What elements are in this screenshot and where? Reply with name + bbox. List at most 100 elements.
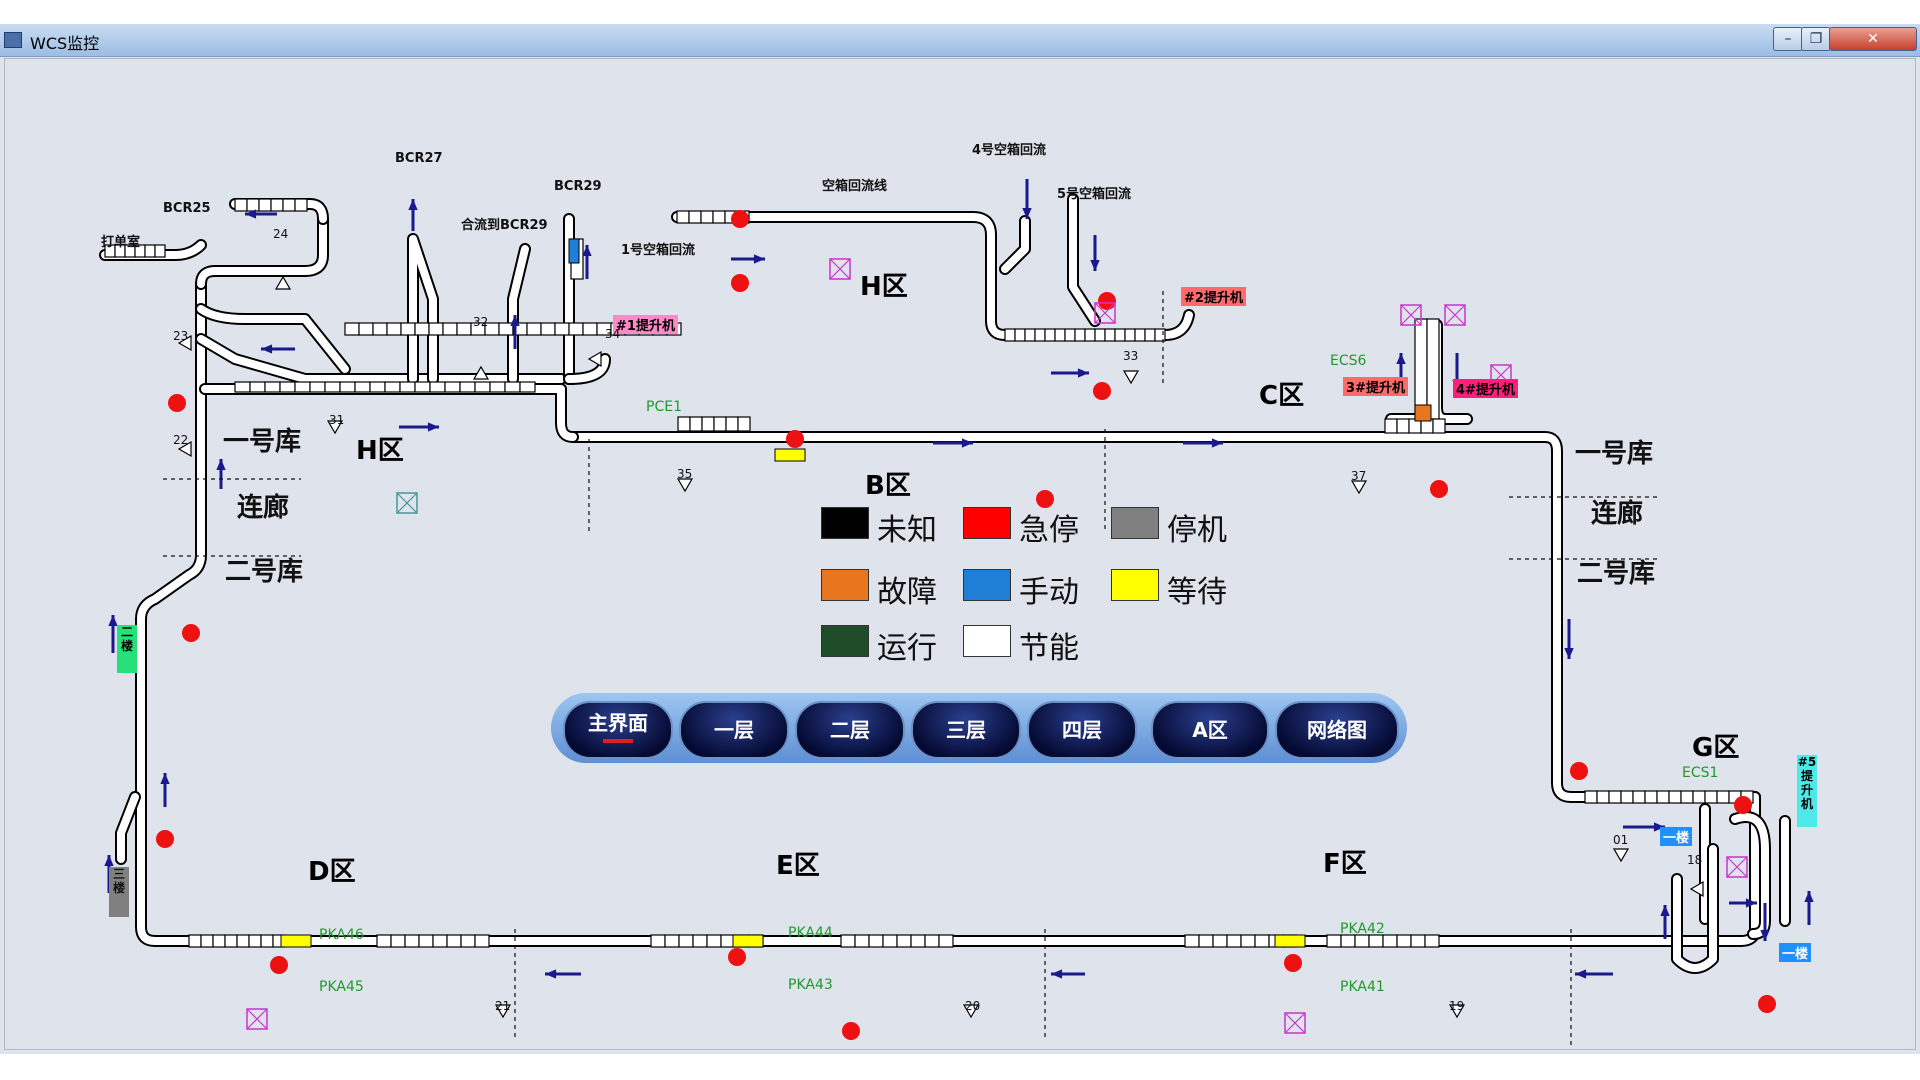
f-zone-row-cell <box>1226 934 1242 948</box>
arrow-merge-head <box>510 315 520 327</box>
nav-network-button[interactable]: 网络图 <box>1275 701 1399 759</box>
empty-return-5-label: 5号空箱回流 <box>1057 187 1132 202</box>
area-right-two: 二号库 <box>1577 559 1656 589</box>
return-bottom-cell <box>1034 328 1046 342</box>
arrow-corridor-head <box>216 459 226 471</box>
g-zone-row-cell <box>1620 790 1634 804</box>
tri-21 <box>494 1004 512 1019</box>
nav-floor2-button[interactable]: 二层 <box>795 701 905 759</box>
bcr27-line <box>409 235 437 383</box>
return-bottom-cell <box>1084 328 1096 342</box>
d-zone-row-cell <box>200 934 214 948</box>
legend-swatch-fault <box>821 569 869 601</box>
e-zone-row-cell <box>692 934 708 948</box>
estop-dot-14 <box>728 948 746 966</box>
arrow-lift5-head <box>1804 891 1814 903</box>
h-zone-row-cell <box>519 381 536 393</box>
pka42-wait <box>1274 934 1306 948</box>
pka45-cell <box>390 934 406 948</box>
nav-main-button[interactable]: 主界面 <box>563 701 673 759</box>
h-zone-row-cell <box>384 381 401 393</box>
zone-d: D区 <box>308 857 356 887</box>
lift3-tag[interactable]: 3#提升机 <box>1343 377 1408 396</box>
tri-35 <box>676 478 694 493</box>
lift4-tag[interactable]: 4#提升机 <box>1453 379 1518 398</box>
nav-floor4-button[interactable]: 四层 <box>1027 701 1137 759</box>
h-zone-merge-cell <box>428 322 444 336</box>
tri-22 <box>177 440 192 458</box>
f-zone-row-cell <box>1184 934 1200 948</box>
empty-return-4-label: 4号空箱回流 <box>972 143 1047 158</box>
pka43-cell <box>868 934 884 948</box>
pka45-cell <box>460 934 476 948</box>
f-zone-row-cell <box>1240 934 1256 948</box>
tri-19 <box>1448 1004 1466 1019</box>
bcr25-line <box>231 200 327 223</box>
g-zone-row-cell <box>1584 790 1598 804</box>
lift1-tag[interactable]: #1提升机 <box>613 315 678 334</box>
pce1-cell <box>677 416 691 432</box>
lift3-col-cell <box>1426 318 1440 420</box>
xbox-return5 <box>1094 302 1116 324</box>
estop-dot-5 <box>786 430 804 448</box>
main-loop-bottom-left <box>137 280 1759 945</box>
estop-dot-6 <box>1036 490 1054 508</box>
station-22: 22 <box>173 433 189 447</box>
h-zone-row-cell <box>399 381 416 393</box>
arrow-floor2-head <box>108 615 118 627</box>
h-zone-merge-cell <box>344 322 360 336</box>
return-bottom-cell <box>1004 328 1016 342</box>
dadan-cell <box>144 244 156 258</box>
station-21: 21 <box>495 999 511 1013</box>
maximize-button[interactable]: ❐ <box>1801 27 1831 51</box>
station-33: 33 <box>1123 349 1139 363</box>
xbox-return <box>829 258 851 280</box>
return-bottom-cell <box>1054 328 1066 342</box>
arrow-g-up-head <box>1660 905 1670 917</box>
g-zone-row-cell <box>1704 790 1718 804</box>
nav-floor3-button[interactable]: 三层 <box>911 701 1021 759</box>
wcs-window: WCS监控 – ❐ ✕ 打单室 BCR25 BCR27 BCR29 合流到BCR… <box>0 24 1920 1054</box>
tri-01 <box>1612 848 1630 863</box>
lift2-tag[interactable]: #2提升机 <box>1181 287 1246 306</box>
return-bottom-cell <box>1104 328 1116 342</box>
h-zone-row-cell <box>504 381 521 393</box>
estop-dot-16 <box>1284 954 1302 972</box>
nav-zone-a-button[interactable]: A区 <box>1151 701 1269 759</box>
lift5-tag[interactable]: #5提升机 <box>1797 755 1817 827</box>
return-bottom-cell <box>1014 328 1026 342</box>
floor3-tag: 三楼 <box>109 867 129 917</box>
lift4-line-edge <box>1431 319 1473 425</box>
d-zone-row-cell <box>248 934 262 948</box>
return-bottom-cell <box>1024 328 1036 342</box>
floor2-tag: 二楼 <box>117 625 137 673</box>
h-zone-merge-cell <box>526 322 542 336</box>
minimize-button[interactable]: – <box>1773 27 1803 51</box>
bcr25-label: BCR25 <box>163 201 211 216</box>
bcr29-label: BCR29 <box>554 179 602 194</box>
h-zone-link <box>201 385 577 441</box>
legend-label-unknown: 未知 <box>877 513 937 548</box>
h-zone-branch <box>197 305 349 373</box>
lift1-line <box>565 355 609 383</box>
tri-33 <box>1122 370 1140 385</box>
g-zone-row-cell <box>1692 790 1706 804</box>
pce1-cell <box>713 416 727 432</box>
arrow-e-zone-head <box>1051 969 1063 979</box>
return-bottom-cell <box>1144 328 1156 342</box>
station-20: 20 <box>965 999 981 1013</box>
app-icon <box>4 32 22 48</box>
legend-swatch-estop <box>963 507 1011 539</box>
pka45-cell <box>474 934 490 948</box>
zone-h-top: H区 <box>860 272 908 302</box>
legend-label-manual: 手动 <box>1019 575 1079 610</box>
legend-label-stop: 停机 <box>1167 513 1227 548</box>
arrow-floor3-head <box>104 855 114 867</box>
close-button[interactable]: ✕ <box>1829 27 1917 51</box>
area-right-corridor: 连廊 <box>1591 499 1644 529</box>
f-zone-row-cell <box>1254 934 1270 948</box>
nav-floor1-button[interactable]: 一层 <box>679 701 789 759</box>
estop-dot-9 <box>1430 480 1448 498</box>
pce1-cell <box>689 416 703 432</box>
pce1-cell <box>737 416 751 432</box>
